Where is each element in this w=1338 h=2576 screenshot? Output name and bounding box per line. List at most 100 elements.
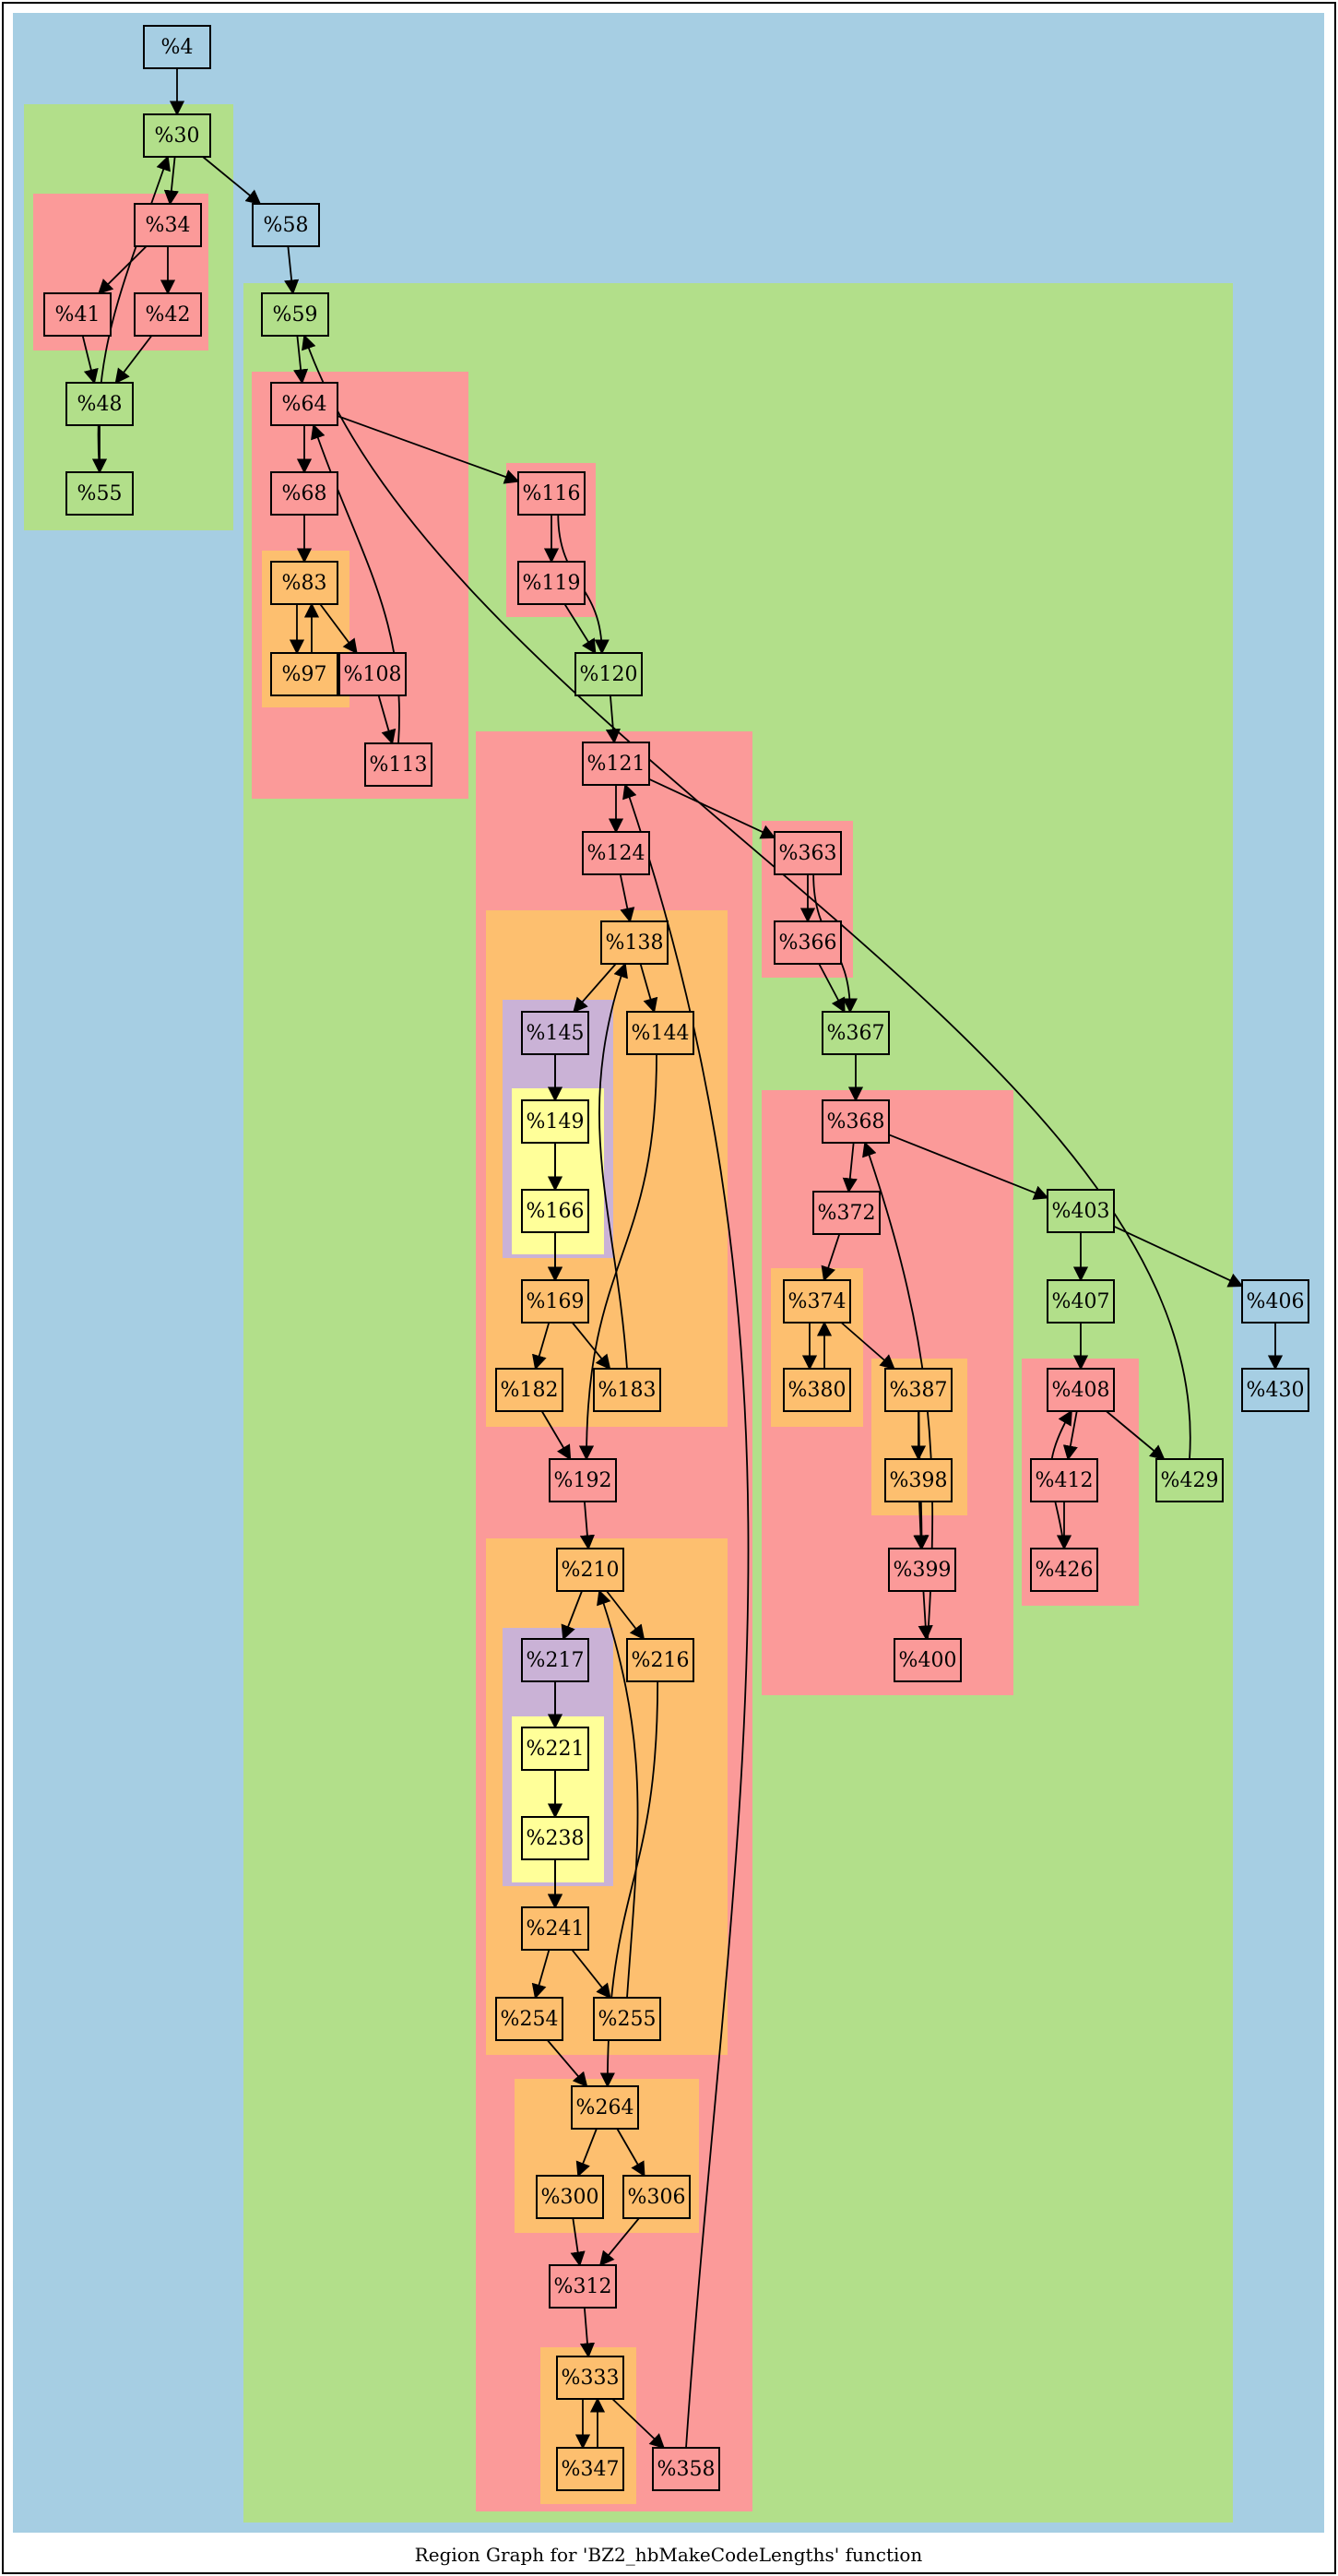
graph-node-label: %121 — [587, 753, 645, 776]
graph-node-box — [143, 25, 211, 69]
graph-node-217: %217 — [521, 1638, 589, 1682]
graph-node-label: %64 — [282, 393, 327, 416]
graph-node-192: %192 — [549, 1458, 617, 1502]
graph-edge-121-to-363 — [648, 778, 776, 839]
graph-node-358: %358 — [652, 2447, 720, 2491]
graph-node-box — [521, 1727, 589, 1771]
graph-node-406: %406 — [1241, 1279, 1309, 1324]
graph-node-box — [517, 561, 586, 605]
graph-node-box — [593, 1997, 661, 2041]
graph-node-55: %55 — [65, 471, 134, 516]
graph-node-box — [894, 1638, 962, 1682]
graph-edge-241-to-254 — [531, 1949, 551, 2000]
graph-edge-108-to-113 — [377, 694, 397, 745]
graph-node-box — [556, 2447, 624, 2491]
graph-node-box — [495, 1997, 563, 2041]
graph-node-113: %113 — [364, 742, 432, 787]
graph-node-box — [517, 471, 586, 516]
graph-edge-119-to-120 — [563, 603, 597, 655]
graph-node-label: %403 — [1052, 1200, 1110, 1223]
graph-node-box — [521, 1189, 589, 1233]
graph-node-366: %366 — [774, 920, 842, 965]
graph-node-145: %145 — [521, 1011, 589, 1055]
graph-node-box — [571, 2085, 639, 2130]
graph-node-48: %48 — [65, 382, 134, 426]
graph-node-label: %183 — [598, 1379, 657, 1402]
graph-node-4: %4 — [143, 25, 211, 69]
graph-node-372: %372 — [812, 1191, 881, 1235]
graph-node-138: %138 — [600, 920, 669, 965]
graph-node-box — [43, 292, 112, 337]
graph-edge-255-to-210 — [597, 1589, 639, 1999]
graph-node-255: %255 — [593, 1997, 661, 2041]
graph-node-429: %429 — [1155, 1458, 1224, 1502]
graph-node-label: %42 — [146, 303, 191, 326]
graph-node-label: %166 — [527, 1200, 585, 1223]
graph-node-label: %4 — [161, 36, 194, 59]
graph-node-64: %64 — [270, 382, 338, 426]
graph-node-box — [884, 1458, 953, 1502]
graph-node-368: %368 — [822, 1099, 890, 1144]
graph-edge-138-to-144 — [639, 963, 658, 1014]
graph-node-box — [884, 1368, 953, 1412]
graph-node-label: %408 — [1052, 1379, 1110, 1402]
graph-node-box — [521, 1906, 589, 1951]
graph-node-312: %312 — [549, 2264, 617, 2309]
graph-node-label: %254 — [501, 2008, 559, 2031]
graph-edge-58-to-59 — [284, 245, 300, 295]
graph-node-label: %169 — [527, 1290, 585, 1313]
graph-edge-374-to-387 — [840, 1322, 895, 1371]
graph-node-label: %120 — [580, 663, 638, 686]
graph-node-label: %374 — [788, 1290, 847, 1313]
graph-node-box — [65, 471, 134, 516]
graph-node-59: %59 — [261, 292, 329, 337]
graph-edge-403-to-406 — [1113, 1225, 1244, 1288]
graph-edge-192-to-210 — [579, 1501, 595, 1550]
graph-node-120: %120 — [574, 652, 643, 696]
graph-node-144: %144 — [626, 1011, 694, 1055]
edge-layer — [81, 68, 1284, 2450]
graph-node-183: %183 — [593, 1368, 661, 1412]
graph-node-347: %347 — [556, 2447, 624, 2491]
graph-node-label: %430 — [1247, 1379, 1305, 1402]
graph-node-41: %41 — [43, 292, 112, 337]
graph-node-label: %48 — [77, 393, 123, 416]
graph-node-label: %138 — [606, 932, 664, 955]
graph-edge-408-to-412 — [1062, 1410, 1078, 1461]
graph-node-116: %116 — [517, 471, 586, 516]
graph-node-label: %367 — [827, 1022, 885, 1045]
graph-node-label: %380 — [788, 1379, 847, 1402]
graph-edge-34-to-41 — [98, 245, 148, 295]
graph-node-box — [783, 1368, 851, 1412]
graph-node-399: %399 — [888, 1548, 956, 1592]
graph-node-box — [143, 113, 211, 158]
graph-node-box — [593, 1368, 661, 1412]
graph-node-68: %68 — [270, 471, 338, 516]
graph-node-label: %34 — [146, 214, 191, 237]
graph-node-label: %108 — [344, 663, 402, 686]
graph-node-241: %241 — [521, 1906, 589, 1951]
graph-node-label: %58 — [264, 214, 309, 237]
graph-node-430: %430 — [1241, 1368, 1309, 1412]
graph-node-label: %429 — [1161, 1469, 1219, 1492]
graph-node-label: %407 — [1052, 1290, 1110, 1313]
graph-node-box — [270, 561, 338, 605]
graph-node-367: %367 — [822, 1011, 890, 1055]
graph-node-label: %400 — [899, 1649, 957, 1672]
graph-edge-312-to-333 — [579, 2307, 596, 2358]
graph-edge-366-to-367 — [818, 963, 846, 1014]
graph-node-412: %412 — [1030, 1458, 1098, 1502]
graph-node-400: %400 — [894, 1638, 962, 1682]
graph-node-380: %380 — [783, 1368, 851, 1412]
graph-node-box — [556, 2356, 624, 2400]
graph-node-149: %149 — [521, 1099, 589, 1144]
graph-node-box — [134, 203, 202, 247]
graph-edge-241-to-255 — [571, 1949, 611, 2000]
graph-node-box — [582, 831, 650, 875]
graph-node-box — [270, 652, 338, 696]
graph-node-34: %34 — [134, 203, 202, 247]
graph-node-label: %217 — [527, 1649, 585, 1672]
graph-node-label: %412 — [1036, 1469, 1094, 1492]
graph-node-221: %221 — [521, 1727, 589, 1771]
graph-node-97: %97 — [270, 652, 338, 696]
